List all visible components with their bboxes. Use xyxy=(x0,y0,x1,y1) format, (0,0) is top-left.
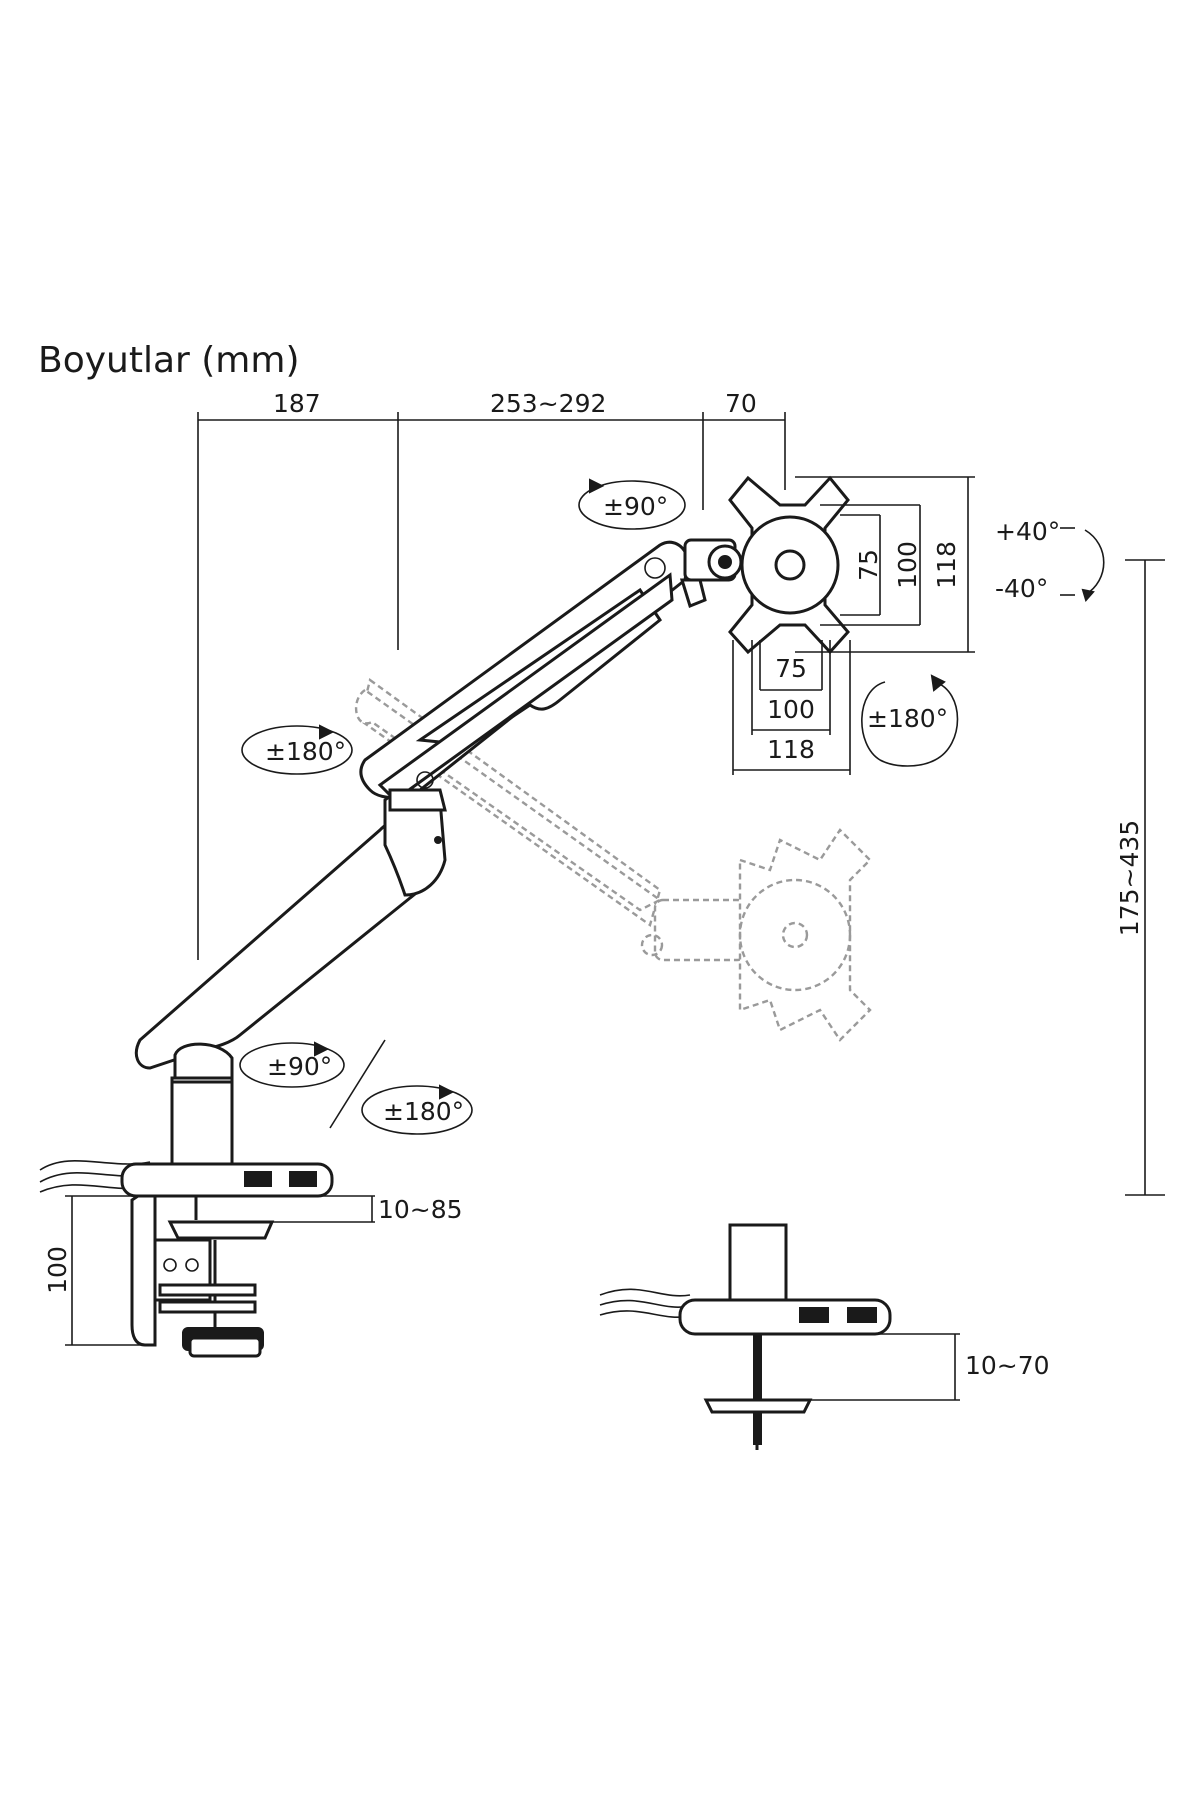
vesa-plate xyxy=(728,475,850,655)
dim-clamp-range: 10~85 xyxy=(378,1195,463,1224)
dim-vesa-h-75: 75 xyxy=(775,654,807,683)
dim-vesa-h-118: 118 xyxy=(767,735,815,764)
dim-arm-reach: 253~292 xyxy=(490,389,606,418)
vesa-horizontal-dims xyxy=(732,640,851,775)
dim-vesa-h-100: 100 xyxy=(767,695,815,724)
dim-head: 70 xyxy=(725,389,757,418)
dim-height-range: 175~435 xyxy=(1115,820,1144,936)
height-range-dim xyxy=(1125,559,1165,1196)
dim-base-offset: 187 xyxy=(273,389,321,418)
vesa-vertical-dims xyxy=(795,476,975,653)
tilt-arrow xyxy=(1060,527,1105,603)
tilt-up-label: +40° xyxy=(995,517,1060,546)
tilt-down-label: -40° xyxy=(995,574,1048,603)
grommet-dims xyxy=(800,1333,960,1401)
diagram-title: Boyutlar (mm) xyxy=(38,340,300,381)
head-swivel-indicator xyxy=(578,478,686,530)
dim-clamp-height: 100 xyxy=(43,1246,72,1294)
base-swivel-180-indicator xyxy=(329,1039,473,1135)
base-swivel-90-indicator xyxy=(239,1041,345,1088)
head-rotate-label: ±180° xyxy=(867,704,948,733)
base-swivel-180-label: ±180° xyxy=(383,1097,464,1126)
arm-swivel-label: ±180° xyxy=(265,737,346,766)
base-swivel-90-label: ±90° xyxy=(267,1052,332,1081)
upper-arm xyxy=(359,540,690,812)
dim-grommet-range: 10~70 xyxy=(965,1351,1050,1380)
top-dimension-lines xyxy=(197,412,786,960)
clamp-dims xyxy=(65,1195,375,1346)
clamp-base xyxy=(39,1160,334,1358)
head-rotate-indicator xyxy=(861,674,959,767)
head-joint xyxy=(679,538,743,608)
base-pole xyxy=(170,1076,234,1170)
grommet-base xyxy=(599,1223,892,1450)
head-swivel-label: ±90° xyxy=(603,492,668,521)
dim-vesa-v-118: 118 xyxy=(932,541,961,589)
dim-vesa-v-100: 100 xyxy=(893,541,922,589)
arm-swivel-indicator xyxy=(241,724,353,775)
dim-vesa-v-75: 75 xyxy=(854,549,883,581)
